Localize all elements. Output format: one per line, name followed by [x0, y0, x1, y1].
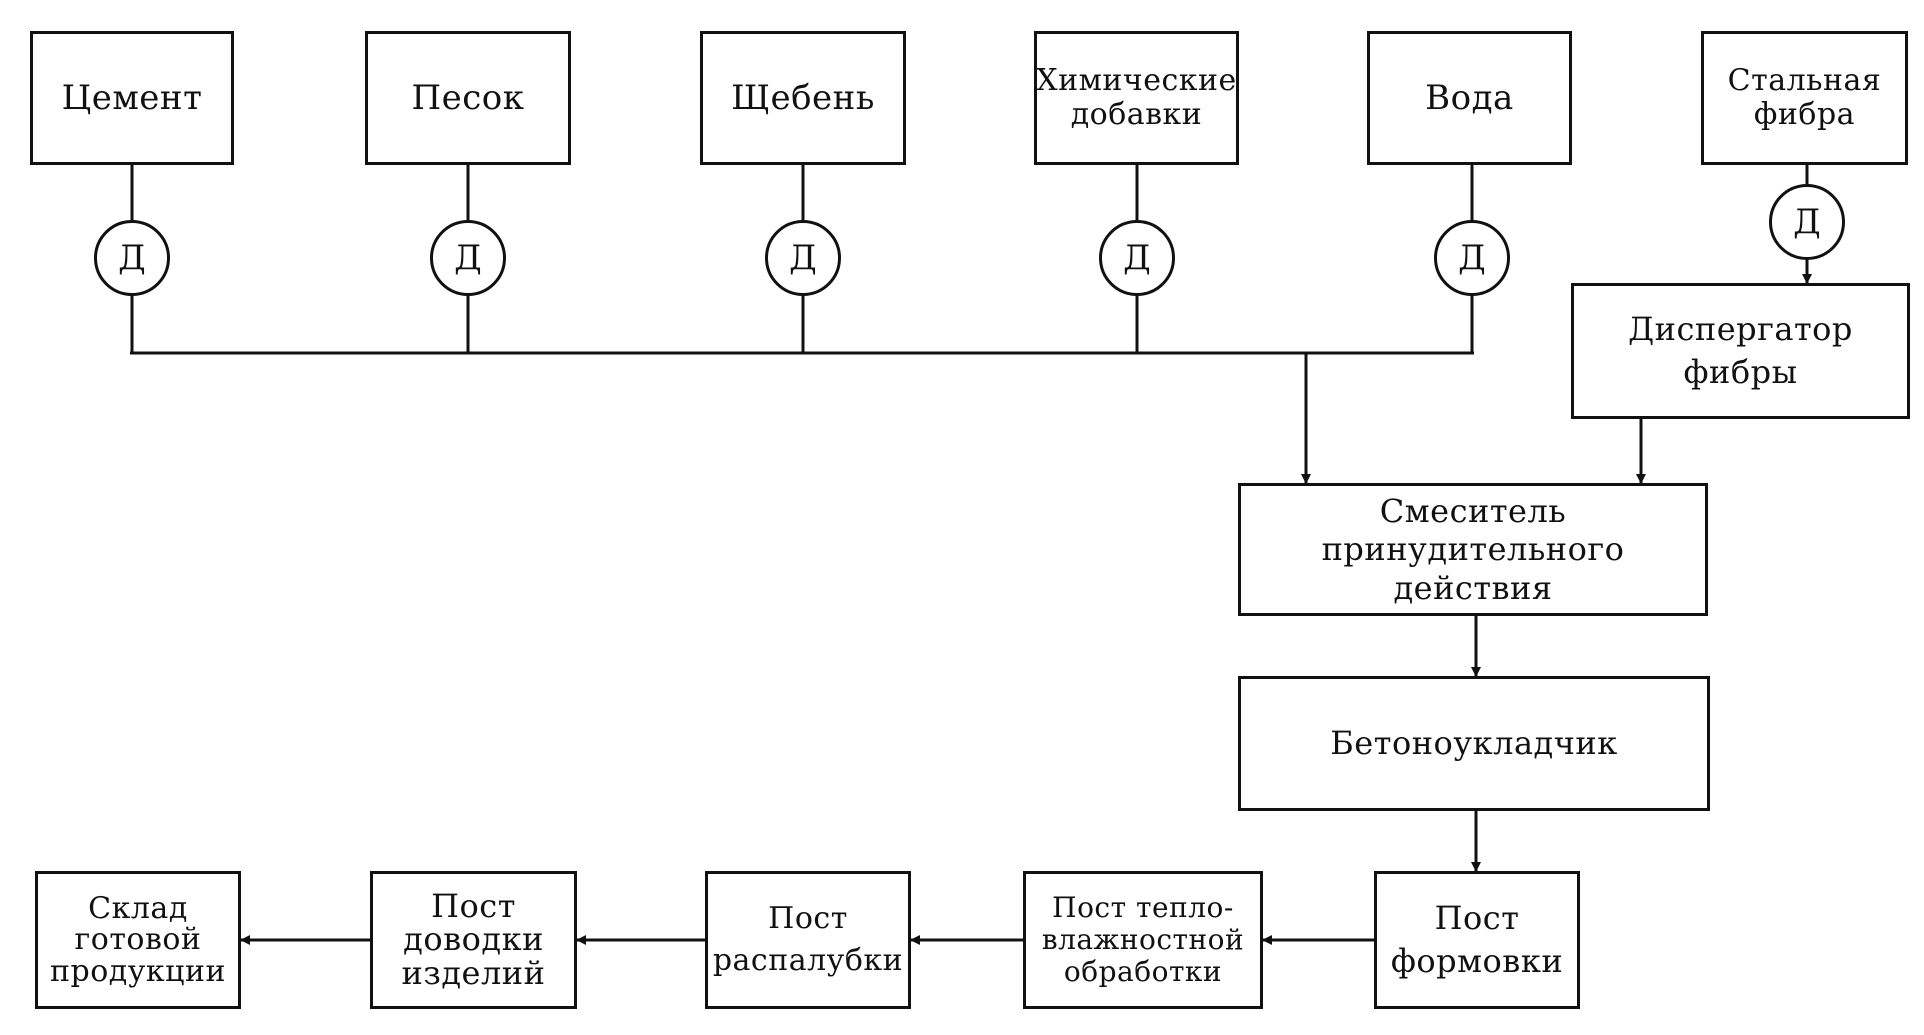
molding-post-box: Пост формовки [1374, 871, 1580, 1009]
dosing-fiber-label: Д [1793, 202, 1821, 242]
steel-fiber-box: Стальная фибра [1701, 31, 1908, 165]
dosing-indicator-water: Д [1434, 220, 1510, 296]
finishing-post-label: Пост доводки изделий [401, 886, 546, 992]
concrete-paver-label: Бетоноукладчик [1330, 723, 1618, 762]
stripping-post-box: Пост распалубки [705, 871, 911, 1009]
dosing-indicator-gravel: Д [765, 220, 841, 296]
finished-goods-warehouse-box: Склад готовой продукции [35, 871, 241, 1009]
finishing-post-box: Пост доводки изделий [370, 871, 577, 1009]
finished-goods-warehouse-label: Склад готовой продукции [50, 890, 226, 989]
heat-moisture-treatment-post-box: Пост тепло- влажностной обработки [1023, 871, 1263, 1009]
concrete-paver-box: Бетоноукладчик [1238, 676, 1710, 811]
cement-box: Цемент [30, 31, 234, 165]
forced-action-mixer-label: Смеситель принудительного действия [1321, 491, 1625, 607]
dosing-sand-label: Д [454, 238, 482, 278]
molding-post-label: Пост формовки [1390, 898, 1564, 980]
stripping-post-label: Пост распалубки [712, 901, 904, 978]
dosing-gravel-label: Д [789, 238, 817, 278]
steel-fiber-label: Стальная фибра [1727, 63, 1882, 132]
fiber-disperser-label: Диспергатор фибры [1628, 309, 1853, 391]
dosing-indicator-sand: Д [430, 220, 506, 296]
heat-moisture-treatment-post-label: Пост тепло- влажностной обработки [1041, 890, 1245, 989]
dosing-cement-label: Д [118, 238, 146, 278]
gravel-box: Щебень [700, 31, 906, 165]
dosing-additives-label: Д [1123, 238, 1151, 278]
gravel-label: Щебень [731, 77, 875, 118]
sand-box: Песок [365, 31, 571, 165]
dosing-indicator-cement: Д [94, 220, 170, 296]
dosing-indicator-additives: Д [1099, 220, 1175, 296]
forced-action-mixer-box: Смеситель принудительного действия [1238, 483, 1708, 616]
dosing-water-label: Д [1458, 238, 1486, 278]
chemical-additives-label: Химические добавки [1036, 63, 1237, 132]
water-box: Вода [1367, 31, 1572, 165]
fiber-disperser-box: Диспергатор фибры [1571, 283, 1910, 419]
sand-label: Песок [411, 77, 525, 118]
water-label: Вода [1425, 77, 1514, 118]
cement-label: Цемент [61, 77, 203, 118]
dosing-indicator-fiber: Д [1769, 184, 1845, 260]
chemical-additives-box: Химические добавки [1034, 31, 1239, 165]
